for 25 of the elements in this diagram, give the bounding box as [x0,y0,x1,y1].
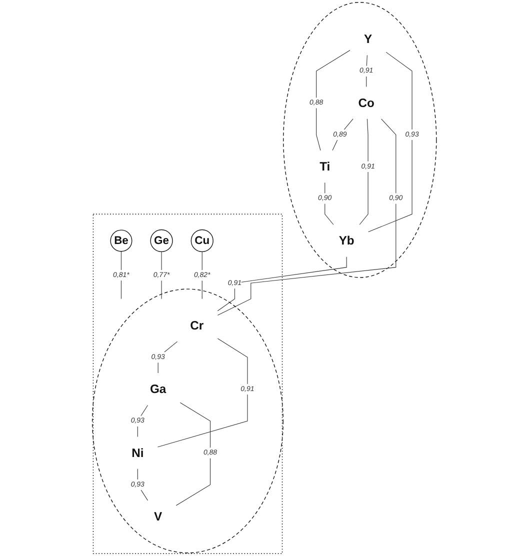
node-text: Cr [190,318,204,332]
node-circle: Be [110,230,132,252]
connector [316,50,350,151]
connector [358,118,368,225]
connector [368,52,412,232]
connector [324,182,334,225]
connector [120,251,122,300]
node-text: Ti [319,159,330,174]
connector [217,118,396,316]
connector [217,256,346,312]
node-text: Yb [338,234,354,248]
node-text: Co [358,96,374,110]
node-text: V [154,509,162,524]
connector [332,118,353,151]
connector [160,251,162,300]
cluster [92,288,284,554]
connector [157,341,178,374]
node-text: Ni [131,446,144,460]
node-circle: Cu [190,229,214,252]
node-circle: Ge [150,229,172,252]
connector [157,338,248,448]
node-text: Y [364,32,372,46]
cluster [282,2,436,278]
connector [176,402,210,506]
node-text: Ga [150,382,166,396]
